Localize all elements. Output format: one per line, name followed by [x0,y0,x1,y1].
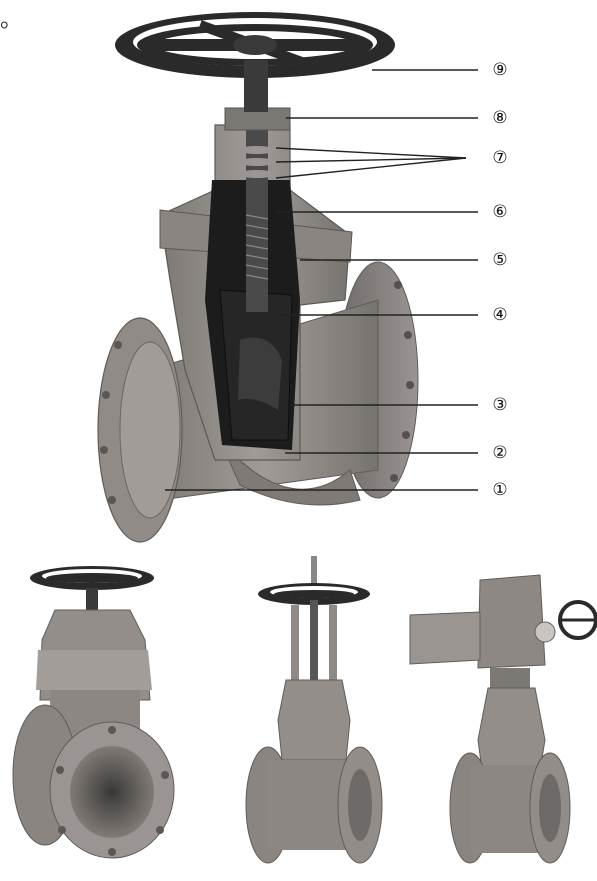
handwheel [115,12,395,112]
corner-mark: 。 [0,8,23,33]
callout-8: ⑧ [492,108,507,128]
callout-leaders [165,69,478,491]
inlet-flange-rim [119,341,181,519]
callout-6: ⑥ [492,202,507,222]
inlet-flange-bolt-holes [100,341,122,504]
stem-threads [245,214,269,280]
outlet-flange-bolt-holes [390,281,414,482]
callout-1: ① [492,480,507,500]
stem-seals [239,146,275,178]
callout-7: ⑦ [492,148,507,168]
callout-2: ② [492,443,507,463]
main-cutaway-valve [97,12,419,543]
callout-3: ③ [492,395,507,415]
valve-base [219,439,361,506]
callout-5: ⑤ [492,250,507,270]
product-actuated-gate-valve [409,574,597,864]
callout-9: ⑨ [492,60,507,80]
product-rising-stem-gate-valve [245,556,383,864]
callout-labels: ⑨ ⑧ ⑦ ⑥ ⑤ ④ ③ ② ① [492,60,507,500]
callout-4: ④ [492,305,507,325]
wedge-highlight [238,337,282,410]
valve-stem [246,112,268,312]
product-resilient-gate-valve [12,566,175,859]
